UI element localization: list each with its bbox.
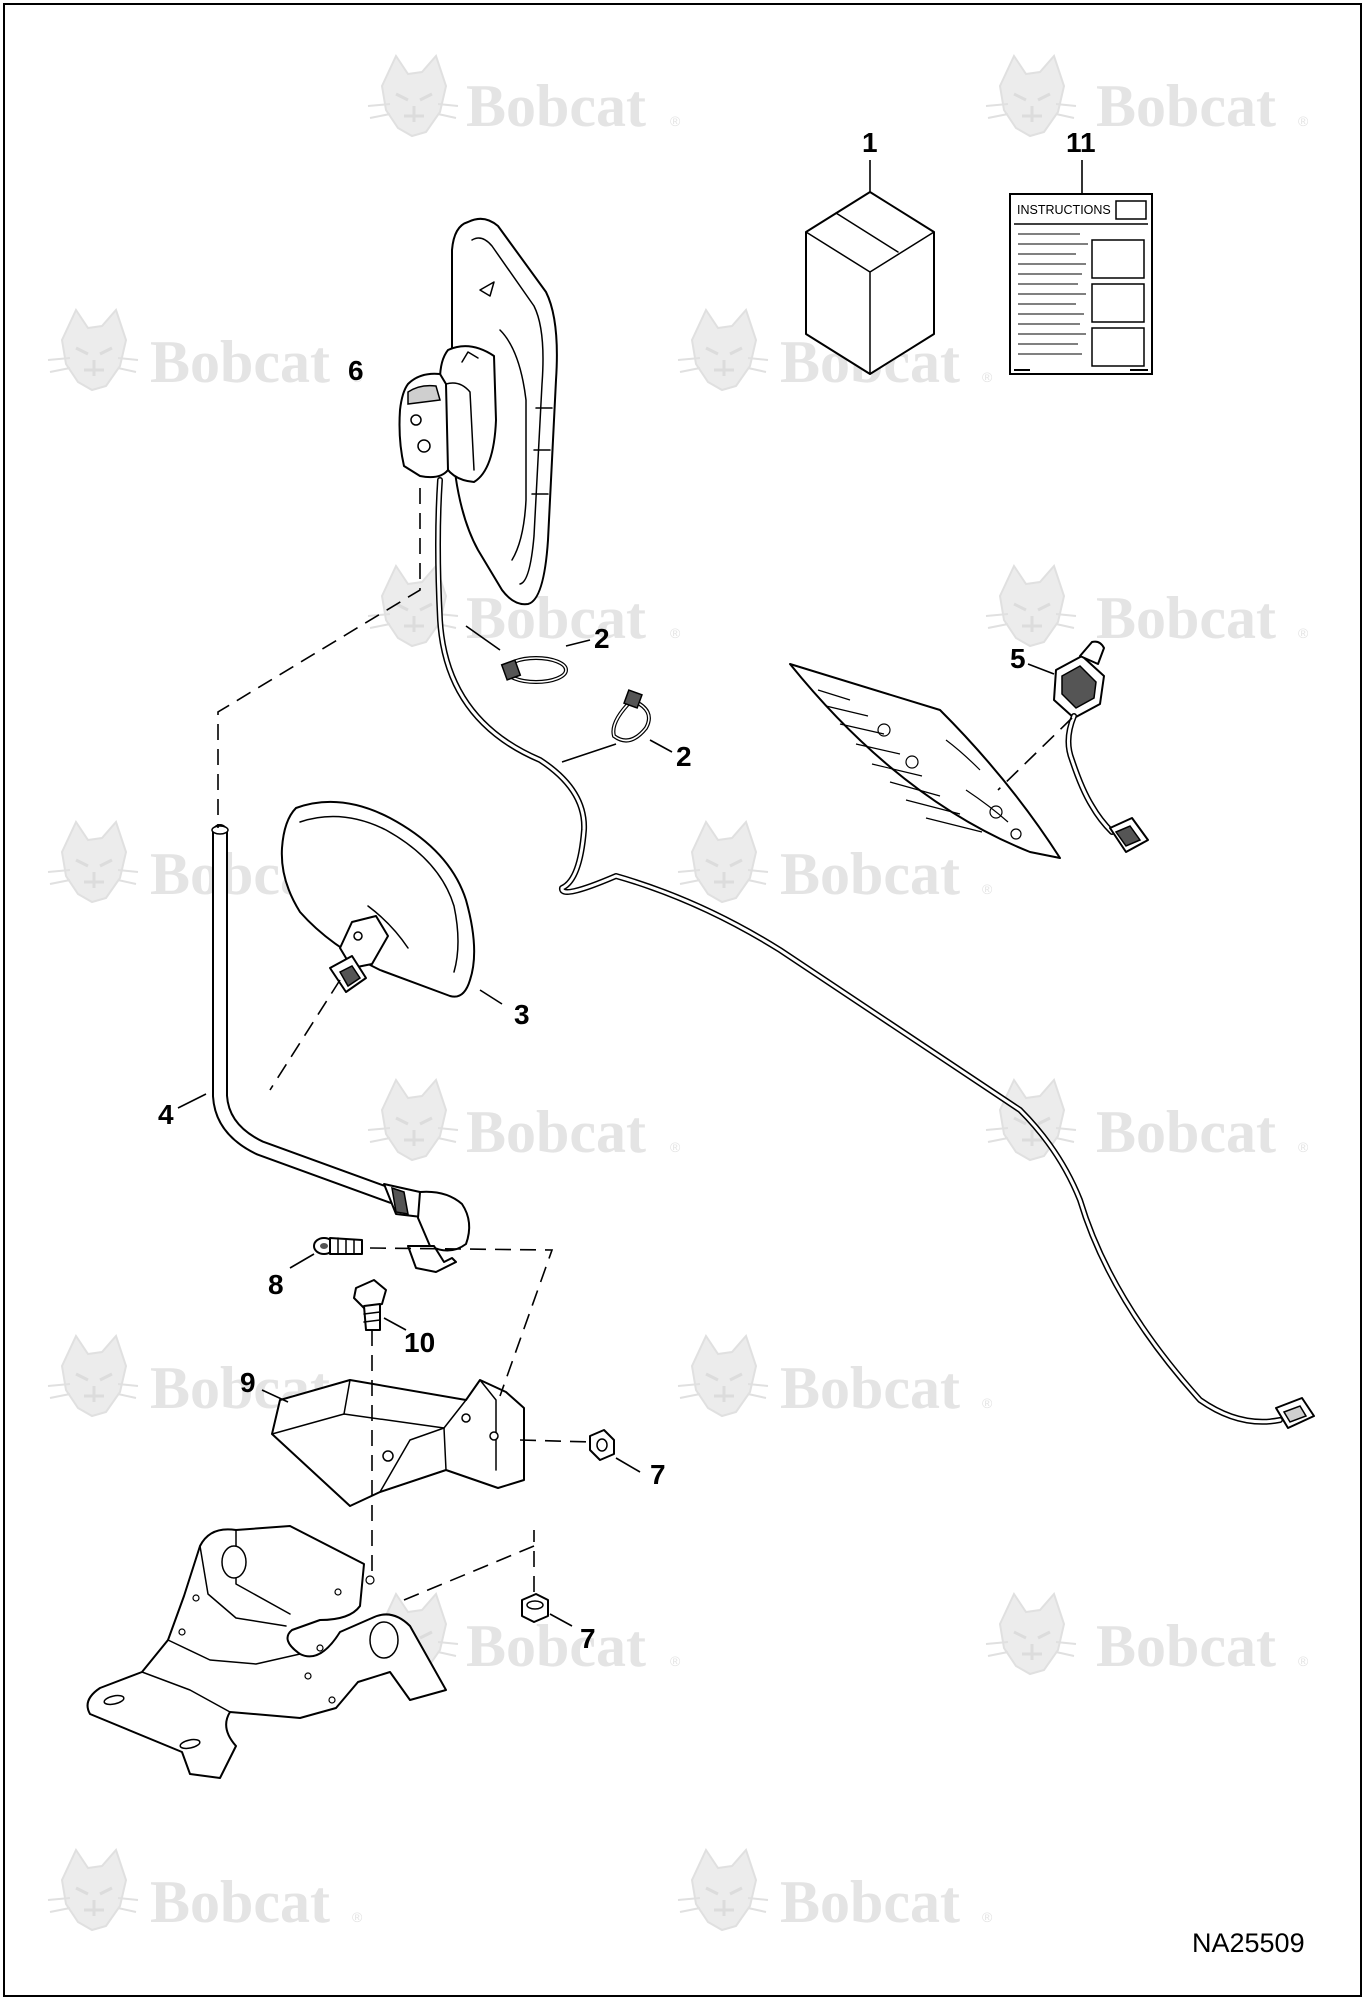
watermark-reg: ® (352, 1909, 363, 1925)
watermark-text: Bobcat (780, 1355, 960, 1421)
watermark-reg: ® (1298, 1139, 1309, 1155)
watermark-logo (366, 54, 460, 138)
watermark-text: Bobcat (780, 1869, 960, 1935)
callout-7b: 7 (580, 1623, 596, 1654)
nut-7-lower[interactable] (521, 1593, 549, 1623)
watermark-logo (676, 1334, 770, 1418)
assembly-line (997, 717, 1073, 791)
watermark-text: Bobcat (1096, 73, 1276, 139)
watermark-text: Bobcat (150, 329, 330, 395)
callout-9: 9 (240, 1367, 256, 1398)
callout-3: 3 (514, 999, 530, 1030)
leader-line (615, 1457, 641, 1473)
watermark-logo (46, 308, 140, 392)
callout-11: 11 (1066, 127, 1096, 158)
cable-tie-lower[interactable] (611, 689, 651, 743)
leader-line (549, 1613, 573, 1627)
leader-line (565, 639, 591, 647)
watermark-logo (676, 1848, 770, 1932)
watermark-reg: ® (1298, 113, 1309, 129)
cable-tie-upper[interactable] (500, 656, 568, 684)
callout-7a: 7 (650, 1459, 666, 1490)
callout-2b: 2 (676, 741, 692, 772)
callouts: 1 11 6 2 2 5 3 4 8 10 9 7 7 (158, 127, 1096, 1654)
leader-line (383, 1317, 407, 1331)
leader-line (649, 739, 673, 753)
instructions-title: INSTRUCTIONS (1017, 203, 1111, 217)
bracket-9[interactable] (271, 1379, 525, 1507)
watermark-logo (984, 1592, 1078, 1676)
watermark-text: Bobcat (1096, 1099, 1276, 1165)
main-mirror-camera[interactable] (398, 217, 558, 606)
nut-7-upper[interactable] (589, 1429, 615, 1461)
leader-line (561, 743, 617, 763)
watermark-reg: ® (670, 1139, 681, 1155)
mounting-rod[interactable] (211, 824, 471, 1273)
callout-4: 4 (158, 1099, 174, 1130)
convex-mirror[interactable] (280, 800, 476, 998)
bolt-8[interactable] (313, 1237, 363, 1255)
rocker-switch[interactable] (1053, 640, 1149, 853)
cable-end-connector (1275, 1397, 1315, 1429)
page-border (3, 3, 1362, 1997)
watermark-text: Bobcat (466, 73, 646, 139)
watermark-text: Bobcat (466, 1613, 646, 1679)
drawing-code: NA25509 (1192, 1928, 1305, 1958)
switch-decal[interactable] (789, 663, 1061, 859)
callout-2a: 2 (594, 623, 610, 654)
watermark-text: Bobcat (466, 1099, 646, 1165)
callout-8: 8 (268, 1269, 284, 1300)
watermark-logo (984, 54, 1078, 138)
watermark-reg: ® (670, 625, 681, 641)
callout-10: 10 (404, 1327, 435, 1358)
watermark-logo (366, 1078, 460, 1162)
watermark-logo (46, 1334, 140, 1418)
watermark-text: Bobcat (150, 1869, 330, 1935)
base-plate (86, 1525, 447, 1779)
part-box[interactable] (805, 191, 935, 375)
watermark-reg: ® (982, 881, 993, 897)
watermark-reg: ® (1298, 1653, 1309, 1669)
watermark-reg: ® (982, 1909, 993, 1925)
camera-cable-inner (436, 478, 1282, 1424)
callout-1: 1 (862, 127, 878, 158)
callout-5: 5 (1010, 643, 1026, 674)
watermark-text: Bobcat (466, 585, 646, 651)
watermark-logo (46, 820, 140, 904)
leader-line (479, 989, 503, 1005)
watermark-reg: ® (1298, 625, 1309, 641)
assembly-lines (217, 488, 593, 1601)
callout-6: 6 (348, 355, 364, 386)
watermark-reg: ® (670, 113, 681, 129)
instructions-sheet[interactable]: INSTRUCTIONS (1009, 193, 1153, 375)
watermark-reg: ® (670, 1653, 681, 1669)
leader-line (1027, 663, 1055, 675)
leader-line (289, 1253, 315, 1269)
watermark-text: Bobcat (1096, 1613, 1276, 1679)
watermark-logo (984, 564, 1078, 648)
leader-line (261, 1389, 289, 1403)
watermark-text: Bobcat (1096, 585, 1276, 651)
watermark-logo (366, 564, 460, 648)
watermark-logo (676, 820, 770, 904)
watermark-reg: ® (982, 1395, 993, 1411)
watermark-text: Bobcat (780, 841, 960, 907)
watermark-logo (676, 308, 770, 392)
bolt-10[interactable] (353, 1279, 387, 1331)
leader-line (465, 625, 501, 651)
watermark-logo (46, 1848, 140, 1932)
leader-line (177, 1093, 207, 1109)
watermark-reg: ® (982, 369, 993, 385)
watermark-reg: ® (352, 369, 363, 385)
